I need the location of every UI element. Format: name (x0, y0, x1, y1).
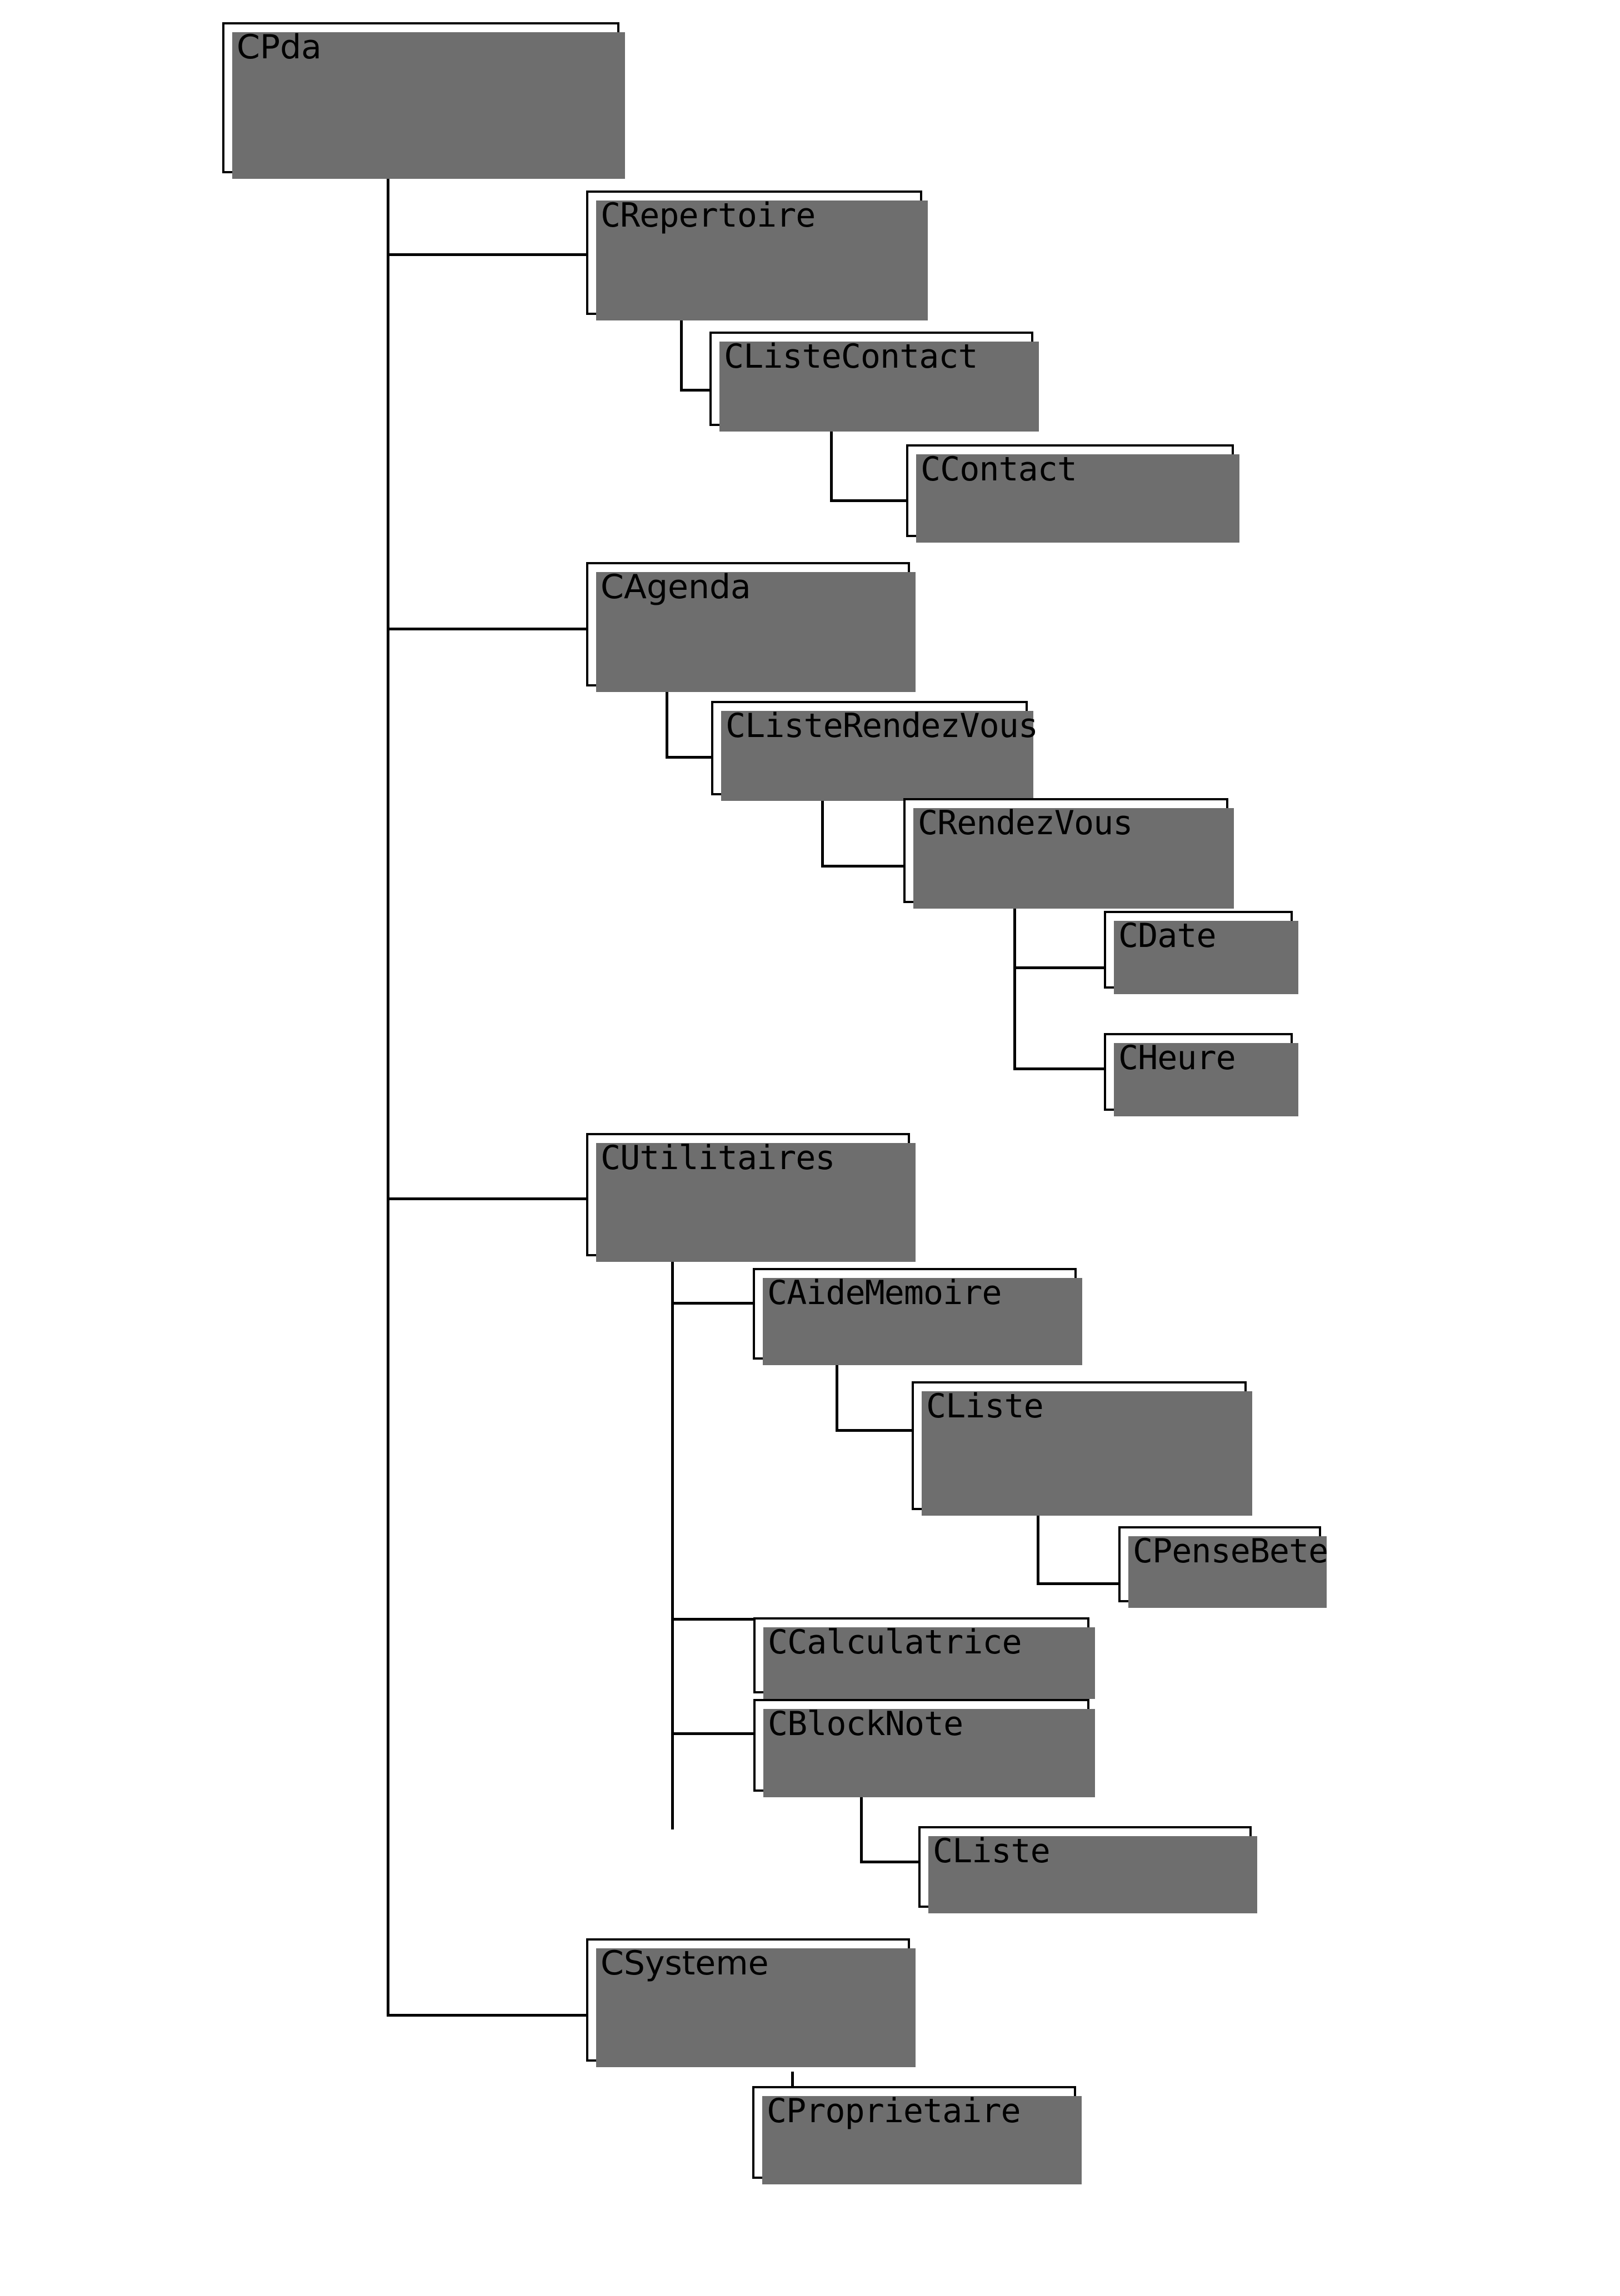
edge-crepertoire-clistecontact (680, 389, 711, 392)
box-shadow (763, 1709, 1095, 1797)
box-shadow (763, 1278, 1082, 1365)
edge-clistecontact-ccontact (830, 499, 908, 502)
class-box-cutilitaires[interactable]: CUtilitaires (586, 1133, 916, 1262)
box-shadow (928, 1836, 1257, 1913)
class-box-cliste-block[interactable]: CListe (918, 1826, 1257, 1913)
class-name-cutilitaires: CUtilitaires (601, 1139, 835, 1177)
class-name-cheure: CHeure (1118, 1039, 1236, 1077)
box-shadow (232, 32, 625, 179)
edge-cutilitaires-cblocknote (671, 1732, 754, 1735)
class-box-cproprietaire[interactable]: CProprietaire (752, 2086, 1082, 2184)
class-box-cpensebete[interactable]: CPenseBete (1118, 1526, 1328, 1608)
class-name-cpensebete: CPenseBete (1133, 1532, 1328, 1571)
class-box-clistecontact[interactable]: CListeContact (709, 332, 1039, 432)
class-name-cdate: CDate (1118, 916, 1217, 955)
class-box-csysteme[interactable]: CSysteme (586, 1938, 916, 2067)
stub-clisterendezvous (821, 795, 824, 868)
class-box-ccalculatrice[interactable]: CCalculatrice (753, 1617, 1095, 1699)
class-name-ccontact: CContact (921, 450, 1077, 489)
edge-cpda-crepertoire (387, 253, 588, 256)
class-box-cliste-aide[interactable]: CListe (912, 1381, 1252, 1516)
edge-cblocknote-cliste (860, 1861, 921, 1863)
class-box-ccontact[interactable]: CContact (906, 444, 1239, 543)
trunk-line-cpda (387, 172, 389, 2016)
class-name-crepertoire: CRepertoire (601, 196, 816, 235)
box-shadow (596, 572, 916, 692)
box-shadow (596, 200, 928, 320)
stub-cutilitaires (671, 1256, 674, 1829)
box-shadow (719, 342, 1039, 432)
class-box-crepertoire[interactable]: CRepertoire (586, 191, 928, 320)
class-box-cblocknote[interactable]: CBlockNote (753, 1699, 1095, 1797)
edge-cagenda-clisterendezvous (666, 756, 712, 759)
box-shadow (1128, 1536, 1327, 1608)
stub-cblocknote (860, 1791, 863, 1863)
box-shadow (596, 1948, 916, 2067)
class-box-crendezvous[interactable]: CRendezVous (903, 798, 1234, 909)
box-shadow (763, 1627, 1095, 1699)
stub-crendezvous (1013, 903, 1016, 1070)
stub-cagenda (666, 686, 668, 759)
box-shadow (762, 2096, 1082, 2184)
class-name-cagenda: CAgenda (601, 568, 751, 606)
box-shadow (916, 454, 1239, 543)
edge-clisterendezvous-crendezvous (821, 865, 904, 868)
class-box-cheure[interactable]: CHeure (1104, 1033, 1298, 1116)
class-name-crendezvous: CRendezVous (918, 804, 1133, 843)
class-box-cdate[interactable]: CDate (1104, 911, 1298, 994)
class-box-clisterendezvous[interactable]: CListeRendezVous (711, 701, 1038, 801)
edge-cpda-csysteme (387, 2014, 588, 2017)
class-box-caidememoire[interactable]: CAideMemoire (753, 1268, 1082, 1365)
class-box-cpda[interactable]: CPda (222, 22, 625, 179)
class-name-cliste-aide: CListe (926, 1387, 1044, 1426)
edge-cpda-cagenda (387, 628, 588, 630)
stub-crepertoire (680, 314, 683, 392)
box-shadow (922, 1391, 1252, 1516)
class-name-clistecontact: CListeContact (724, 337, 978, 376)
edge-caidememoire-cliste (836, 1429, 913, 1432)
class-box-cagenda[interactable]: CAgenda (586, 562, 916, 692)
box-shadow (721, 711, 1033, 801)
class-name-cproprietaire: CProprietaire (767, 2092, 1021, 2130)
box-shadow (1114, 921, 1298, 994)
stub-caidememoire (836, 1360, 838, 1432)
edge-cpda-cutilitaires (387, 1197, 588, 1200)
box-shadow (913, 808, 1234, 909)
class-name-ccalculatrice: CCalculatrice (768, 1623, 1022, 1662)
class-name-cpda: CPda (237, 28, 322, 67)
box-shadow (596, 1143, 916, 1262)
edge-cutilitaires-caidememoire (671, 1302, 754, 1305)
edge-cliste-cpensebete (1037, 1582, 1120, 1585)
class-name-clisterendezvous: CListeRendezVous (726, 706, 1038, 745)
box-shadow (1114, 1043, 1298, 1116)
stub-cliste-aide (1037, 1510, 1039, 1585)
edge-crendezvous-cdate (1013, 966, 1105, 969)
class-name-csysteme: CSysteme (601, 1944, 769, 1983)
class-name-cblocknote: CBlockNote (768, 1705, 963, 1743)
class-name-cliste-block: CListe (933, 1832, 1051, 1871)
edge-cutilitaires-ccalculatrice (671, 1618, 754, 1621)
class-name-caidememoire: CAideMemoire (767, 1274, 1002, 1312)
stub-clistecontact (830, 425, 833, 502)
edge-crendezvous-cheure (1013, 1067, 1105, 1070)
